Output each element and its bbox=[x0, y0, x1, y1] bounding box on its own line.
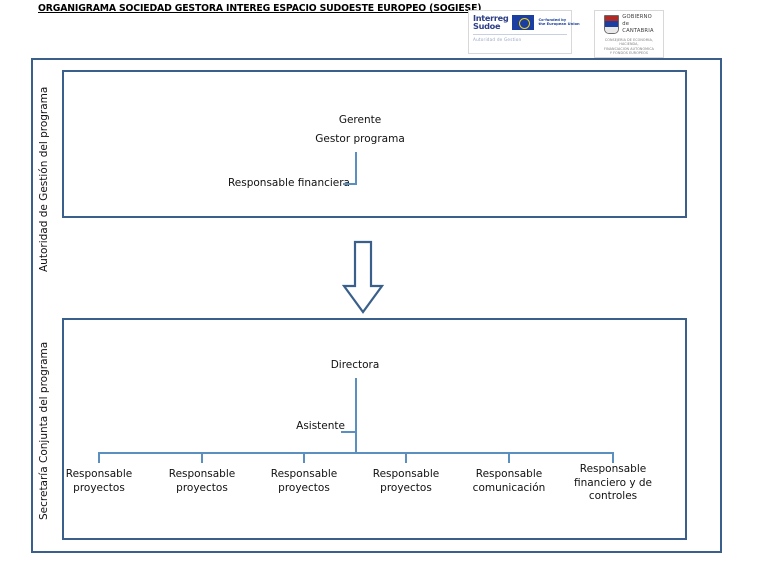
eu-funding-line2: the European Union bbox=[538, 22, 580, 27]
connector-asistente-horizontal bbox=[341, 431, 355, 433]
leaf-2-line1: Responsable bbox=[168, 468, 236, 480]
node-gestor-programa: Gestor programa bbox=[315, 133, 405, 145]
leaf-5-line1: Responsable bbox=[475, 468, 543, 480]
cantabria-subtitle-line3: Y FONDOS EUROPEOS bbox=[609, 51, 649, 56]
leaf-node-1: Responsable proyectos bbox=[49, 468, 149, 495]
node-directora: Directora bbox=[330, 359, 380, 371]
leaf-5-line2: comunicación bbox=[472, 481, 546, 494]
interreg-logo-row: Interreg Sudoe Co-funded by the European… bbox=[473, 13, 580, 32]
leaf-6-line3: controles bbox=[588, 490, 638, 503]
leaf-node-3: Responsable proyectos bbox=[254, 468, 354, 495]
cantabria-coat-of-arms-icon bbox=[604, 15, 620, 35]
diagram-outer-frame bbox=[31, 58, 722, 553]
interreg-subtitle: Autoridad de Gestion bbox=[473, 34, 567, 42]
connector-responsable-financiera-horizontal bbox=[343, 183, 357, 185]
connector-stub-3 bbox=[303, 452, 305, 463]
connector-gestor-vertical bbox=[355, 152, 357, 185]
cantabria-subtitle-line1: CONSEJERIA DE ECONOMIA, HACIENDA, bbox=[604, 38, 654, 47]
connector-directora-vertical bbox=[355, 378, 357, 453]
connector-stub-6 bbox=[612, 452, 614, 463]
section-label-secretaria-conjunta: Secretaría Conjunta del programa bbox=[38, 341, 50, 521]
eu-funding-text: Co-funded by the European Union bbox=[538, 18, 579, 27]
node-responsable-financiera: Responsable financiera bbox=[227, 177, 350, 189]
section-box-secretaria-conjunta bbox=[62, 318, 687, 540]
cantabria-wordmark-line2: de bbox=[622, 21, 630, 28]
leaf-4-line2: proyectos bbox=[380, 481, 432, 494]
cantabria-subtitle-line2: FINANCIACION AUTONOMICA bbox=[604, 46, 654, 51]
connector-stub-1 bbox=[98, 452, 100, 463]
gobierno-cantabria-logo: GOBIERNO de CANTABRIA CONSEJERIA DE ECON… bbox=[594, 10, 664, 58]
flow-down-arrow-icon bbox=[341, 240, 385, 314]
eu-funding-line1: Co-funded by bbox=[538, 17, 567, 22]
leaf-node-5: Responsable comunicación bbox=[459, 468, 559, 495]
shield-band-top bbox=[605, 16, 619, 22]
interreg-wordmark-line2: Sudoe bbox=[473, 21, 501, 32]
cantabria-wordmark: GOBIERNO de CANTABRIA bbox=[622, 14, 653, 35]
section-box-autoridad-gestion bbox=[62, 70, 687, 218]
leaf-node-6: Responsable financiero y de controles bbox=[563, 463, 663, 504]
page-title: ORGANIGRAMA SOCIEDAD GESTORA INTEREG ESP… bbox=[38, 3, 482, 14]
connector-horizontal-bus bbox=[98, 452, 614, 454]
connector-stub-4 bbox=[405, 452, 407, 463]
leaf-4-line1: Responsable bbox=[372, 468, 440, 480]
interreg-wordmark-line1: Interreg bbox=[473, 13, 509, 23]
eu-stars-icon bbox=[518, 17, 530, 29]
cantabria-wordmark-line1: GOBIERNO bbox=[622, 14, 652, 20]
leaf-node-2: Responsable proyectos bbox=[152, 468, 252, 495]
cantabria-wordmark-line3: CANTABRIA bbox=[622, 28, 654, 35]
leaf-3-line2: proyectos bbox=[278, 481, 330, 494]
cantabria-subtitle: CONSEJERIA DE ECONOMIA, HACIENDA, FINANC… bbox=[598, 38, 660, 56]
shield-band-middle bbox=[605, 21, 619, 28]
interreg-wordmark: Interreg Sudoe bbox=[473, 13, 509, 32]
leaf-node-4: Responsable proyectos bbox=[356, 468, 456, 495]
leaf-3-line1: Responsable bbox=[270, 468, 338, 480]
leaf-1-line2: proyectos bbox=[73, 481, 125, 494]
connector-stub-5 bbox=[508, 452, 510, 463]
leaf-6-line2: financiero y de bbox=[573, 476, 653, 489]
shield-band-bottom bbox=[605, 27, 619, 34]
eu-flag-icon bbox=[512, 14, 535, 30]
leaf-2-line2: proyectos bbox=[176, 481, 228, 494]
cantabria-logo-row: GOBIERNO de CANTABRIA bbox=[598, 14, 660, 35]
interreg-sudoe-logo: Interreg Sudoe Co-funded by the European… bbox=[468, 10, 580, 54]
logo-bar: Interreg Sudoe Co-funded by the European… bbox=[468, 10, 664, 58]
connector-stub-2 bbox=[201, 452, 203, 463]
leaf-6-line1: Responsable bbox=[579, 463, 647, 475]
leaf-1-line1: Responsable bbox=[65, 468, 133, 480]
node-gerente: Gerente bbox=[338, 114, 382, 126]
node-asistente: Asistente bbox=[296, 420, 345, 432]
section-label-autoridad-gestion: Autoridad de Gestión del programa bbox=[38, 86, 50, 272]
